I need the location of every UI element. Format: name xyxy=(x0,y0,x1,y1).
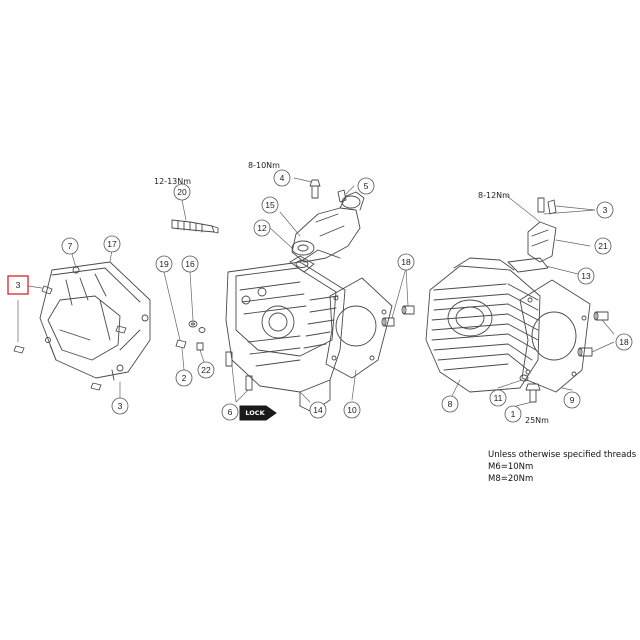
cylinder-head-cover xyxy=(39,261,151,379)
callout-highlight-box xyxy=(7,275,29,295)
torque-intake-bolt: 8-10Nm xyxy=(248,161,280,170)
callout-6: 6 xyxy=(228,407,233,417)
callout-15: 15 xyxy=(265,200,275,210)
callout-14: 14 xyxy=(313,405,323,415)
torque-note-line-1: Unless otherwise specified threads xyxy=(488,450,637,460)
torque-drain-bolt: 25Nm xyxy=(525,416,549,425)
callout-7: 7 xyxy=(68,241,73,251)
spark-plug xyxy=(171,219,219,234)
intake-manifold xyxy=(289,191,365,273)
callout-21: 21 xyxy=(598,241,608,251)
torque-note-line-3: M8=20Nm xyxy=(488,474,534,484)
callout-19: 19 xyxy=(159,259,169,269)
callout-3-bottom: 3 xyxy=(118,401,123,411)
callouts xyxy=(7,169,633,423)
callout-2: 2 xyxy=(182,373,187,383)
cam-chain-tensioner xyxy=(507,197,557,273)
torque-tensioner-bolt: 8-12Nm xyxy=(478,191,510,200)
callout-16: 16 xyxy=(185,259,195,269)
cover-bolts xyxy=(13,285,127,391)
lock-tag: LOCK xyxy=(239,405,277,421)
callout-3-highlighted: 3 xyxy=(16,280,21,290)
callout-18-top: 18 xyxy=(401,257,411,267)
intake-bolts xyxy=(309,179,347,203)
small-parts xyxy=(175,320,206,351)
dowel-pins xyxy=(381,305,609,357)
callout-5: 5 xyxy=(364,181,369,191)
cylinder-head xyxy=(225,249,346,413)
callout-4: 4 xyxy=(280,173,285,183)
callout-9: 9 xyxy=(570,395,575,405)
o-ring-and-drain-bolt xyxy=(519,374,541,403)
callout-11: 11 xyxy=(494,393,503,403)
torque-note: Unless otherwise specified threads M6=10… xyxy=(488,449,636,485)
torque-spark-plug: 12-13Nm xyxy=(154,177,191,186)
head-gasket xyxy=(325,277,393,379)
base-gasket xyxy=(519,279,591,393)
callout-1: 1 xyxy=(511,409,516,419)
callout-8: 8 xyxy=(448,399,453,409)
callout-17: 17 xyxy=(107,239,117,249)
callout-18-right: 18 xyxy=(619,337,629,347)
callout-12: 12 xyxy=(257,223,267,233)
callout-13: 13 xyxy=(581,271,591,281)
lock-label: LOCK xyxy=(245,409,265,417)
stud-bolts xyxy=(225,351,253,391)
leader-lines xyxy=(17,177,615,407)
callout-3-right: 3 xyxy=(603,205,608,215)
callout-20: 20 xyxy=(177,187,187,197)
torque-note-line-2: M6=10Nm xyxy=(488,462,534,472)
callout-10: 10 xyxy=(347,405,357,415)
callout-22: 22 xyxy=(201,365,211,375)
